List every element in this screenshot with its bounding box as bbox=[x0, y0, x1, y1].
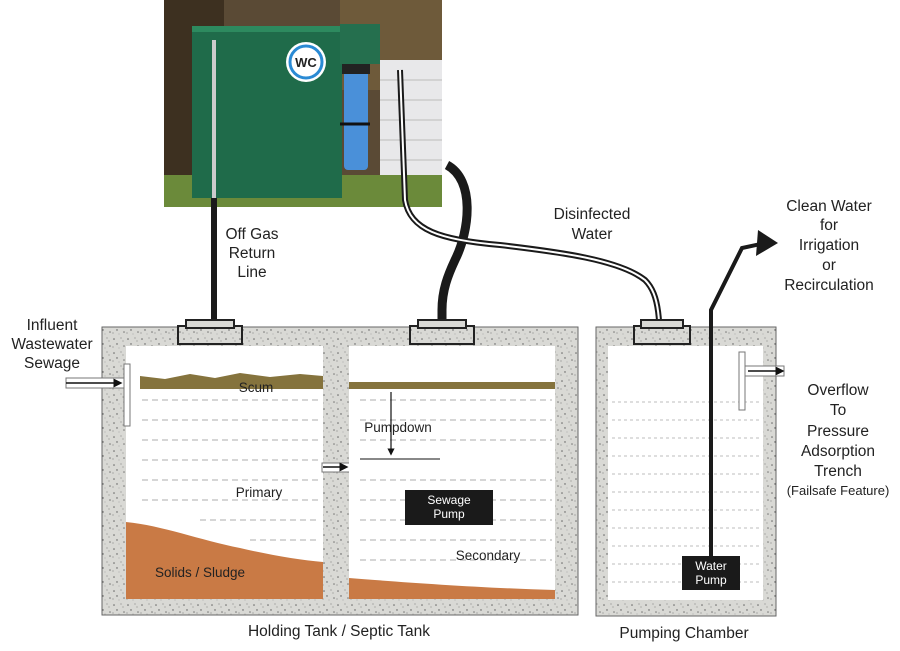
pumpdown-label: Pumpdown bbox=[364, 420, 432, 435]
off-gas-label: Off Gas Return Line bbox=[225, 226, 278, 281]
holding-tank-label: Holding Tank / Septic Tank bbox=[248, 623, 430, 640]
svg-text:Trench: Trench bbox=[814, 463, 862, 480]
water-pump-label-1: Water bbox=[695, 559, 727, 573]
holding-tank bbox=[66, 320, 578, 615]
pumping-chamber bbox=[596, 230, 784, 616]
secondary-scum-layer bbox=[349, 382, 555, 389]
failsafe-label: (Failsafe Feature) bbox=[787, 483, 890, 498]
secondary-label: Secondary bbox=[456, 548, 521, 563]
svg-text:Return: Return bbox=[229, 245, 276, 262]
sewage-pump-label-1: Sewage bbox=[427, 493, 471, 507]
svg-text:or: or bbox=[822, 257, 836, 274]
clean-water-arrow bbox=[756, 230, 778, 256]
svg-text:Influent: Influent bbox=[27, 317, 79, 334]
svg-text:Disinfected: Disinfected bbox=[554, 206, 631, 223]
scum-label: Scum bbox=[239, 380, 274, 395]
svg-text:To: To bbox=[830, 402, 846, 419]
clean-water-label: Clean Water for Irrigation or Recirculat… bbox=[784, 198, 874, 294]
overflow-label: Overflow To Pressure Adsorption Trench (… bbox=[787, 382, 890, 498]
water-pump-label-2: Pump bbox=[695, 573, 727, 587]
sewage-pump-label-2: Pump bbox=[433, 507, 465, 521]
primary-label: Primary bbox=[236, 485, 283, 500]
solids-label: Solids / Sludge bbox=[155, 565, 245, 580]
svg-text:Pressure: Pressure bbox=[807, 423, 869, 440]
svg-text:Recirculation: Recirculation bbox=[784, 277, 874, 294]
influent-label: Influent Wastewater Sewage bbox=[11, 317, 92, 372]
disinfected-water-label: Disinfected Water bbox=[554, 206, 631, 243]
pumping-chamber-label: Pumping Chamber bbox=[619, 625, 748, 642]
filter-housing-icon bbox=[344, 70, 368, 170]
svg-text:Off Gas: Off Gas bbox=[225, 226, 278, 243]
svg-text:Line: Line bbox=[237, 264, 266, 281]
svg-text:Sewage: Sewage bbox=[24, 355, 80, 372]
logo-text: WC bbox=[295, 55, 317, 70]
svg-text:Water: Water bbox=[572, 226, 613, 243]
svg-text:Irrigation: Irrigation bbox=[799, 237, 859, 254]
svg-text:Clean Water: Clean Water bbox=[786, 198, 872, 215]
svg-text:for: for bbox=[820, 217, 838, 234]
svg-text:Overflow: Overflow bbox=[807, 382, 869, 399]
company-logo: WC bbox=[286, 42, 326, 82]
svg-text:Wastewater: Wastewater bbox=[11, 336, 92, 353]
svg-text:Adsorption: Adsorption bbox=[801, 443, 875, 460]
